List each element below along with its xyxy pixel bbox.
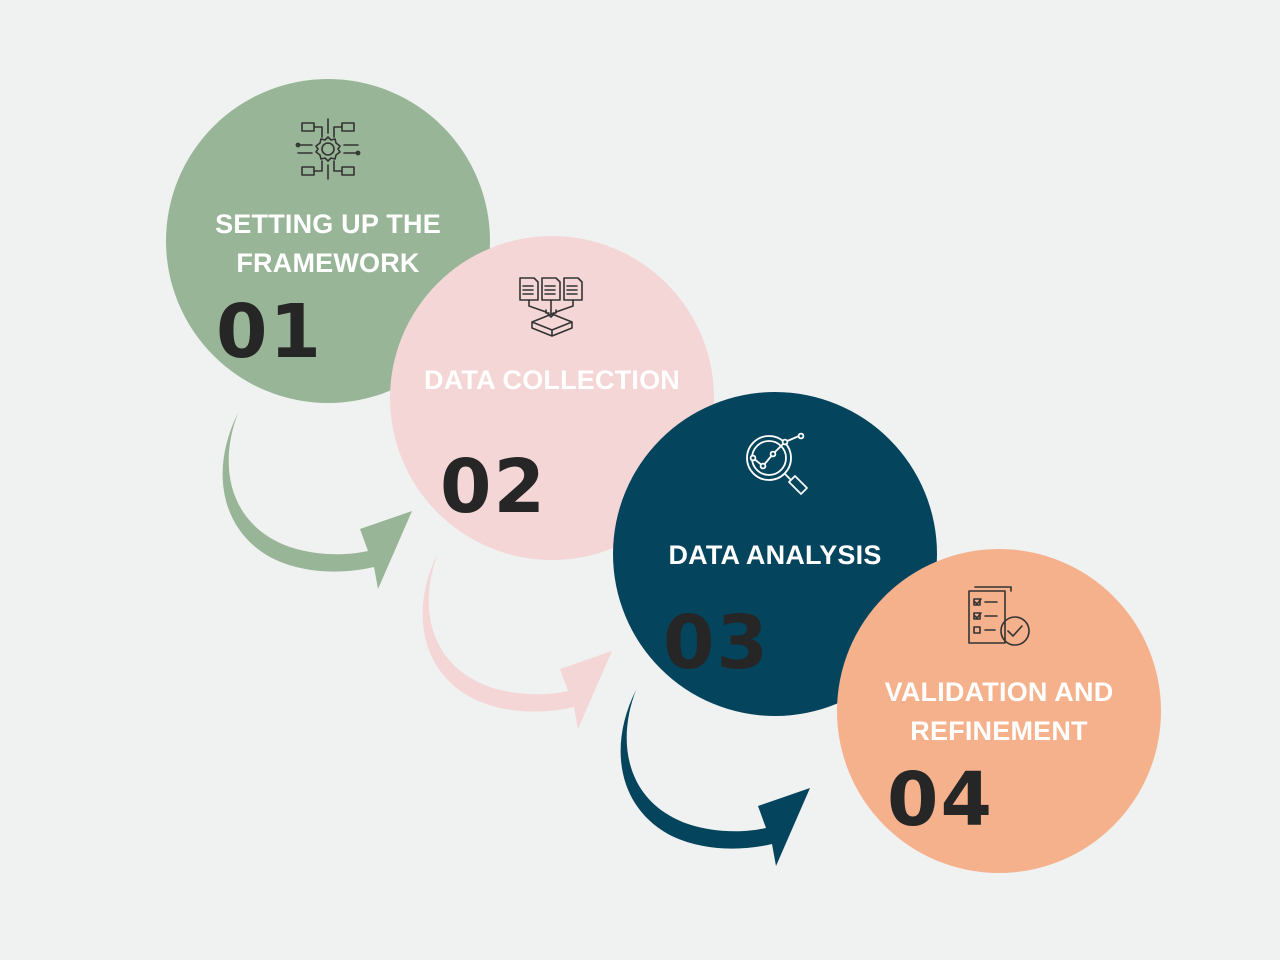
magnifier-chart-icon [741,428,809,496]
arrow-step-3-to-4 [620,690,810,866]
checklist-check-icon [965,585,1033,653]
step-4-title: VALIDATION AND REFINEMENT [884,677,1114,746]
step-2-title: DATA COLLECTION [424,365,680,395]
step-1-number: 01 [216,289,323,375]
step-4-circle: VALIDATION AND REFINEMENT 04 [837,549,1161,873]
arrow-step-2-to-3 [422,553,612,729]
step-2-number: 02 [440,444,547,530]
arrow-step-1-to-2 [222,413,412,589]
step-1-title: SETTING UP THE FRAMEWORK [215,209,441,278]
step-3-number: 03 [663,600,770,686]
gear-circuit-icon [294,115,362,183]
step-3-title: DATA ANALYSIS [668,540,882,570]
documents-to-database-icon [518,272,586,340]
step-4-number: 04 [887,757,994,843]
step-1-circle: SETTING UP THE FRAMEWORK 01 [166,79,490,403]
